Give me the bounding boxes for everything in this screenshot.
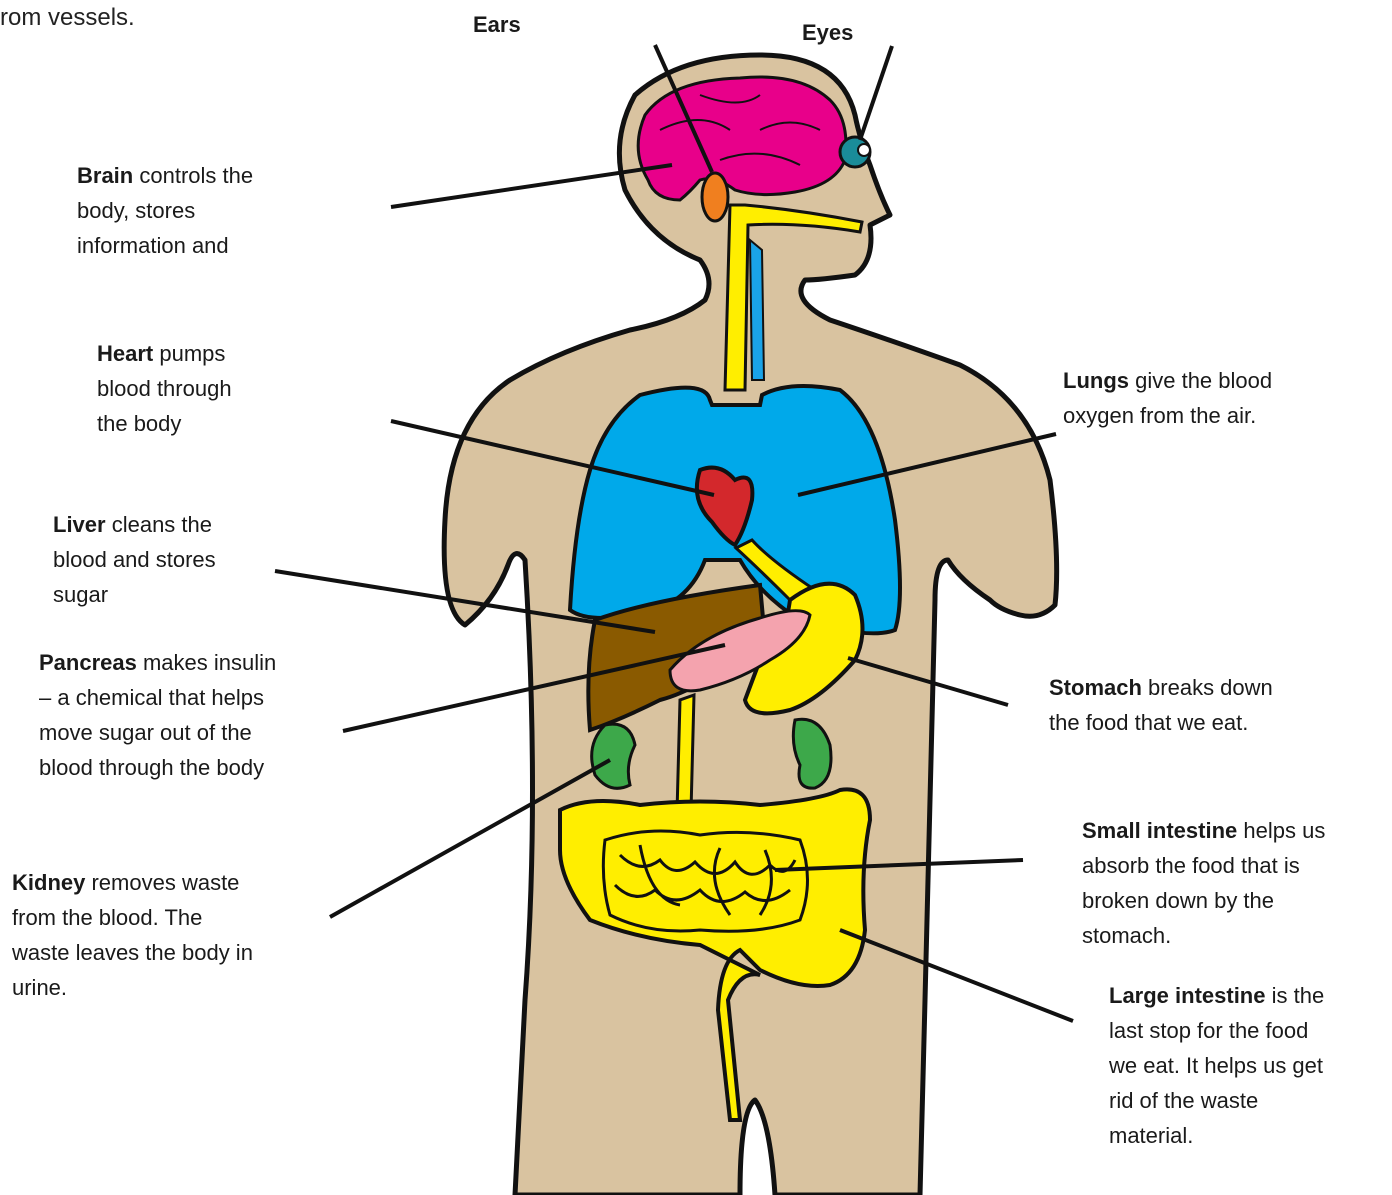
small-intestine-label-name: Small intestine xyxy=(1082,818,1237,843)
pancreas-label-name: Pancreas xyxy=(39,650,137,675)
lungs-label-name: Lungs xyxy=(1063,368,1129,393)
stomach-label-name: Stomach xyxy=(1049,675,1142,700)
pancreas-label: Pancreas makes insulin – a chemical that… xyxy=(39,645,349,785)
liver-label-name: Liver xyxy=(53,512,106,537)
brain-label-name: Brain xyxy=(77,163,133,188)
kidney-label-name: Kidney xyxy=(12,870,85,895)
brain-label: Brain controls the body, stores informat… xyxy=(77,158,377,263)
kidney-label: Kidney removes waste from the blood. The… xyxy=(12,865,322,1005)
trachea xyxy=(750,240,764,380)
stomach-label: Stomach breaks down the food that we eat… xyxy=(1049,670,1369,740)
ear-shape xyxy=(702,173,728,221)
large-intestine-label: Large intestine is the last stop for the… xyxy=(1109,978,1392,1153)
large-intestine-label-name: Large intestine xyxy=(1109,983,1265,1008)
kidney-left xyxy=(592,724,635,788)
small-intestine-shape xyxy=(603,831,807,931)
small-intestine-label: Small intestine helps us absorb the food… xyxy=(1082,813,1382,953)
liver-label: Liver cleans the blood and stores sugar xyxy=(53,507,303,612)
heart-label-name: Heart xyxy=(97,341,153,366)
eyes-label: Eyes xyxy=(802,20,853,46)
brain-shape xyxy=(638,77,846,200)
ears-label: Ears xyxy=(473,12,521,38)
leader-eyes xyxy=(860,46,892,140)
cropped-text-fragment: rom vessels. xyxy=(0,4,135,32)
heart-label: Heart pumps blood through the body xyxy=(97,336,347,441)
lungs-label: Lungs give the blood oxygen from the air… xyxy=(1063,363,1383,433)
